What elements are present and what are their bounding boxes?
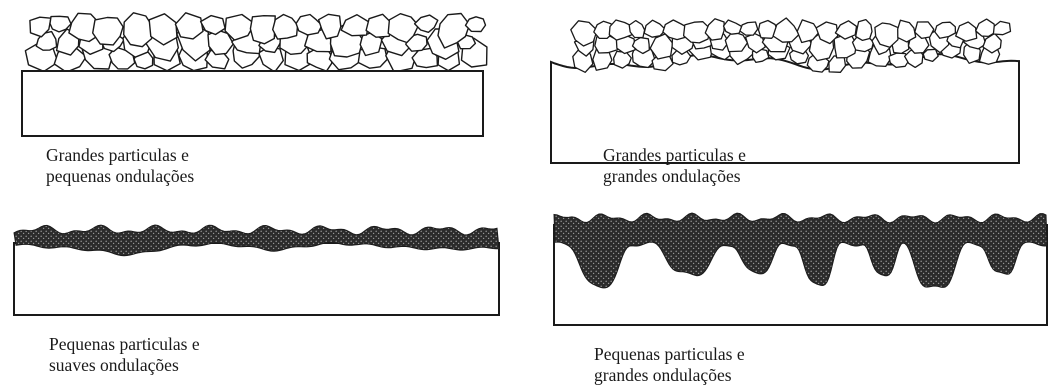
particle [956,22,977,41]
caption-line: grandes ondulações [594,365,745,386]
caption-small-particles-large-waves: Pequenas particulas e grandes ondulações [594,344,745,386]
panel-large-particles-small-waves [22,13,487,136]
particle [296,15,322,35]
caption-small-particles-smooth-waves: Pequenas particulas e suaves ondulações [49,334,200,376]
particle [250,16,275,44]
panel-small-particles-large-waves [554,213,1047,325]
particle [705,19,724,40]
large-particles-layer [25,13,487,72]
caption-line: pequenas ondulações [46,166,194,187]
particle [773,18,799,42]
particle [341,15,369,36]
caption-line: Grandes particulas e [603,145,746,166]
particle [273,15,298,40]
particle [740,22,758,35]
substrate-block [22,71,483,136]
particle [856,20,872,41]
panel-large-particles-large-waves [551,18,1019,163]
particle [993,21,1010,34]
caption-line: Pequenas particulas e [594,344,745,365]
caption-large-particles-small-waves: Grandes particulas e pequenas ondulações [46,145,194,187]
caption-line: grandes ondulações [603,166,746,187]
particle [124,13,153,47]
caption-line: suaves ondulações [49,355,200,376]
particle [466,17,486,32]
caption-large-particles-large-waves: Grandes particulas e grandes ondulações [603,145,746,187]
substrate-block [14,243,499,315]
particle [898,20,916,42]
particle [976,19,996,36]
caption-line: Pequenas particulas e [49,334,200,355]
panel-small-particles-smooth-waves [14,225,499,315]
particle [175,13,203,39]
particle [724,20,743,34]
caption-line: Grandes particulas e [46,145,194,166]
